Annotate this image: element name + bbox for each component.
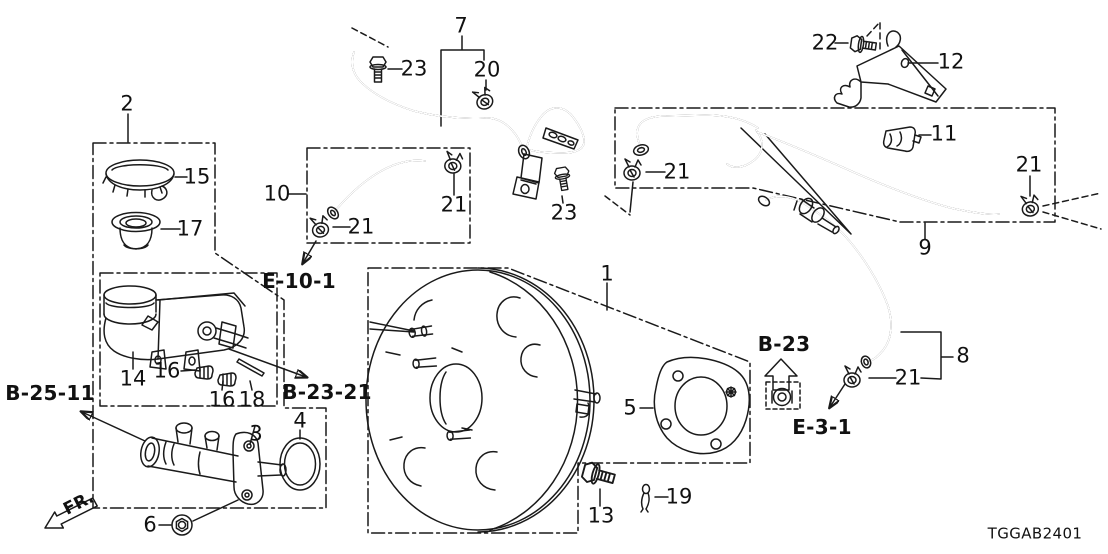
bolt-22-icon: [849, 34, 878, 56]
o-ring-drawing: [279, 437, 321, 491]
callout-23-lower: 23: [550, 200, 578, 225]
callout-6: 6: [143, 512, 157, 537]
bolt-23-lower-icon: [553, 165, 573, 192]
master-cylinder-drawing: [140, 422, 287, 506]
ref-code-e-3-1: E-3-1: [792, 415, 852, 439]
callout-1: 1: [600, 261, 614, 286]
callout-15: 15: [183, 164, 211, 189]
clamp-21-hose9-left-icon: [623, 158, 642, 181]
bracket-12-drawing: [833, 30, 947, 108]
callout-23-upper: 23: [400, 56, 428, 81]
callout-20: 20: [473, 57, 501, 82]
callout-7: 7: [454, 13, 468, 38]
callout-18: 18: [238, 387, 266, 412]
clamp-20-icon: [470, 84, 497, 113]
b23-block-arrow: [764, 358, 798, 407]
nut-drawing: [171, 514, 193, 536]
clamp-21-hose10-lower-icon: [308, 213, 332, 240]
ref-code-b-23: B-23: [757, 332, 811, 356]
ref-code-e-10-1: E-10-1: [262, 269, 336, 293]
callout-16-a: 16: [153, 358, 181, 383]
callout-13: 13: [587, 503, 615, 528]
callout-8: 8: [956, 343, 970, 368]
ref-code-b-23-21: B-23-21: [282, 380, 372, 404]
hose-10-drawing: [326, 159, 426, 220]
callout-11: 11: [930, 121, 958, 146]
callout-21-hose10-lower: 21: [347, 214, 375, 239]
reservoir-drawing: [103, 285, 249, 372]
hose-8-drawing: [757, 195, 892, 369]
callout-21-hose9-right: 21: [1015, 152, 1043, 177]
bolt-23-upper-icon: [369, 56, 387, 83]
callout-21-hose10-upper: 21: [440, 192, 468, 217]
diagram-code: TGGAB2401: [987, 524, 1083, 543]
callout-9: 9: [918, 235, 932, 260]
callout-3: 3: [249, 421, 263, 446]
callout-12: 12: [937, 49, 965, 74]
clamp-11-drawing: [882, 126, 922, 153]
callout-14: 14: [119, 366, 147, 391]
callout-4: 4: [293, 408, 307, 433]
vacuum-pipe-drawing: [351, 51, 585, 200]
bolt-13-icon: [580, 460, 618, 490]
hose-9-drawing: [632, 114, 1000, 215]
strainer-drawing: [111, 211, 161, 250]
fr-direction-arrow: [44, 497, 98, 529]
callout-21-hose8: 21: [894, 365, 922, 390]
callout-2: 2: [120, 91, 134, 116]
clamp-21-hose9-right-icon: [1019, 192, 1042, 219]
leader-lines: [82, 21, 1102, 526]
seal-grommets-drawing: [194, 365, 237, 387]
clamp-21-hose8-icon: [843, 365, 862, 388]
callout-19: 19: [665, 484, 693, 509]
booster-drawing: [365, 267, 601, 533]
callout-16-b: 16: [208, 387, 236, 412]
gasket-drawing: [653, 356, 751, 455]
callout-17: 17: [176, 216, 204, 241]
callout-10: 10: [263, 181, 291, 206]
callout-22: 22: [811, 30, 839, 55]
clip-19-drawing: [640, 483, 651, 513]
callout-21-hose9-left: 21: [663, 159, 691, 184]
callout-5: 5: [623, 395, 637, 420]
group-boxes: [92, 107, 1056, 534]
ref-code-b-25-11: B-25-11: [5, 381, 95, 405]
pin-drawing: [236, 358, 265, 377]
clamp-21-hose10-upper-icon: [443, 150, 464, 175]
reservoir-cap-drawing: [102, 159, 175, 201]
